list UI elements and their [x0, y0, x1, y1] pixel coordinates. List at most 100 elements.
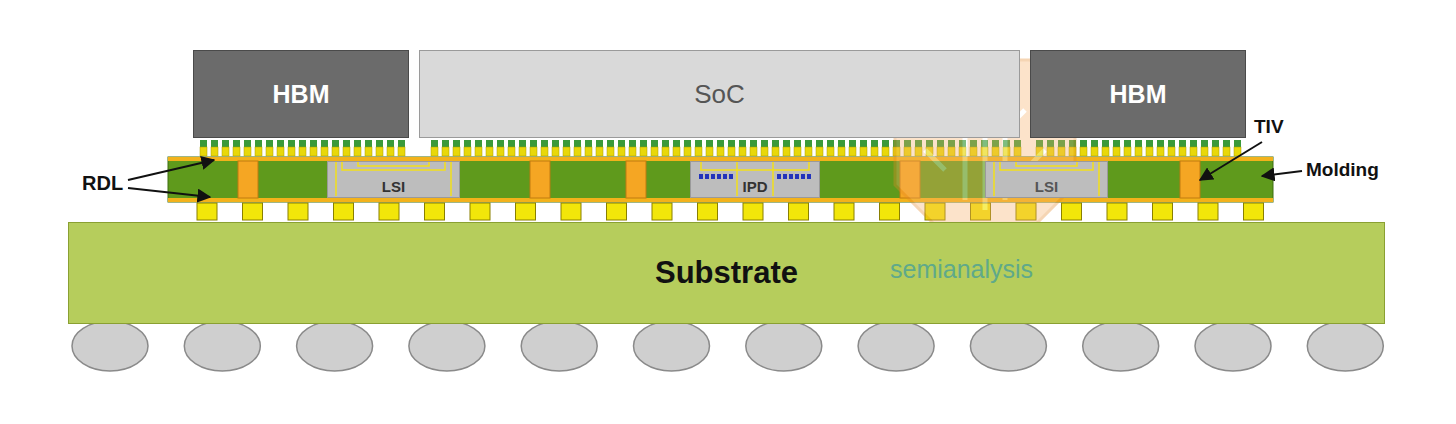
- c4-bump: [379, 203, 399, 220]
- bga-ball: [858, 321, 934, 371]
- microbump: [255, 140, 262, 156]
- microbump: [464, 140, 471, 156]
- microbump: [1102, 140, 1109, 156]
- microbump: [442, 140, 449, 156]
- c4-bump: [288, 203, 308, 220]
- microbump: [651, 140, 658, 156]
- microbump: [200, 140, 207, 156]
- microbump: [475, 140, 482, 156]
- bga-ball-group: [72, 321, 1383, 371]
- microbump: [838, 140, 845, 156]
- microbump: [541, 140, 548, 156]
- rdl-bottom: [168, 198, 1273, 202]
- layer-label: RDL: [82, 172, 123, 195]
- microbump: [365, 140, 372, 156]
- c4-bump: [243, 203, 263, 220]
- microbump: [1146, 140, 1153, 156]
- microbump: [882, 140, 889, 156]
- tiv-leader: [1200, 142, 1262, 180]
- microbump: [816, 140, 823, 156]
- microbump: [1212, 140, 1219, 156]
- microbump: [783, 140, 790, 156]
- microbump: [772, 140, 779, 156]
- c4-bump: [789, 203, 809, 220]
- part-name: Substrate: [655, 255, 798, 291]
- tiv: [530, 161, 550, 198]
- microbump: [1201, 140, 1208, 156]
- microbump: [750, 140, 757, 156]
- microbump: [519, 140, 526, 156]
- bga-ball: [1195, 321, 1271, 371]
- bga-ball: [634, 321, 710, 371]
- tiv-group: [238, 161, 1200, 198]
- microbump: [629, 140, 636, 156]
- microbump: [310, 140, 317, 156]
- microbump: [706, 140, 713, 156]
- microbump: [486, 140, 493, 156]
- microbump: [849, 140, 856, 156]
- c4-bump: [880, 203, 900, 220]
- c4-bump: [561, 203, 581, 220]
- microbump: [266, 140, 273, 156]
- bga-ball: [409, 321, 485, 371]
- microbump: [431, 140, 438, 156]
- microbump: [552, 140, 559, 156]
- microbump: [497, 140, 504, 156]
- bga-ball: [970, 321, 1046, 371]
- microbump: [1080, 140, 1087, 156]
- microbump: [211, 140, 218, 156]
- c4-bump: [743, 203, 763, 220]
- hbm-die: HBM: [1030, 50, 1246, 138]
- microbump: [1091, 140, 1098, 156]
- part-name: LSI: [382, 178, 405, 195]
- microbump: [1157, 140, 1164, 156]
- microbump-group: [200, 140, 1241, 156]
- microbump: [343, 140, 350, 156]
- bga-ball: [297, 321, 373, 371]
- c4-bump: [516, 203, 536, 220]
- microbump: [453, 140, 460, 156]
- microbump: [321, 140, 328, 156]
- microbump: [332, 140, 339, 156]
- microbump: [1135, 140, 1142, 156]
- watermark-text: semianalysis: [890, 255, 1033, 283]
- microbump: [277, 140, 284, 156]
- microbump: [761, 140, 768, 156]
- tiv: [1180, 161, 1200, 198]
- part-name: HBM: [1110, 80, 1167, 109]
- microbump: [299, 140, 306, 156]
- microbump: [728, 140, 735, 156]
- c4-bump: [1062, 203, 1082, 220]
- part-name: IPD: [742, 178, 767, 195]
- layer-label: Molding: [1306, 159, 1379, 181]
- microbump: [871, 140, 878, 156]
- microbump: [794, 140, 801, 156]
- molding-layer: [168, 157, 1273, 202]
- bga-ball: [1307, 321, 1383, 371]
- microbump: [530, 140, 537, 156]
- microbump: [695, 140, 702, 156]
- c4-bump: [470, 203, 490, 220]
- soc-die: SoC: [419, 50, 1020, 138]
- microbump: [827, 140, 834, 156]
- c4-bump: [698, 203, 718, 220]
- microbump: [244, 140, 251, 156]
- lsi-bridge: LSI: [327, 161, 460, 198]
- ipd-chip: IPD: [690, 161, 820, 198]
- c4-bump: [197, 203, 217, 220]
- layer-label: TIV: [1254, 116, 1284, 138]
- part-name: SoC: [694, 79, 745, 110]
- microbump: [673, 140, 680, 156]
- microbump: [563, 140, 570, 156]
- microbump: [662, 140, 669, 156]
- microbump: [596, 140, 603, 156]
- rdl-leader: [128, 160, 214, 180]
- c4-bump: [834, 203, 854, 220]
- substrate: Substrate: [68, 222, 1385, 324]
- microbump: [618, 140, 625, 156]
- microbump: [508, 140, 515, 156]
- c4-bump: [1153, 203, 1173, 220]
- microbump: [1113, 140, 1120, 156]
- bga-ball: [746, 321, 822, 371]
- microbump: [585, 140, 592, 156]
